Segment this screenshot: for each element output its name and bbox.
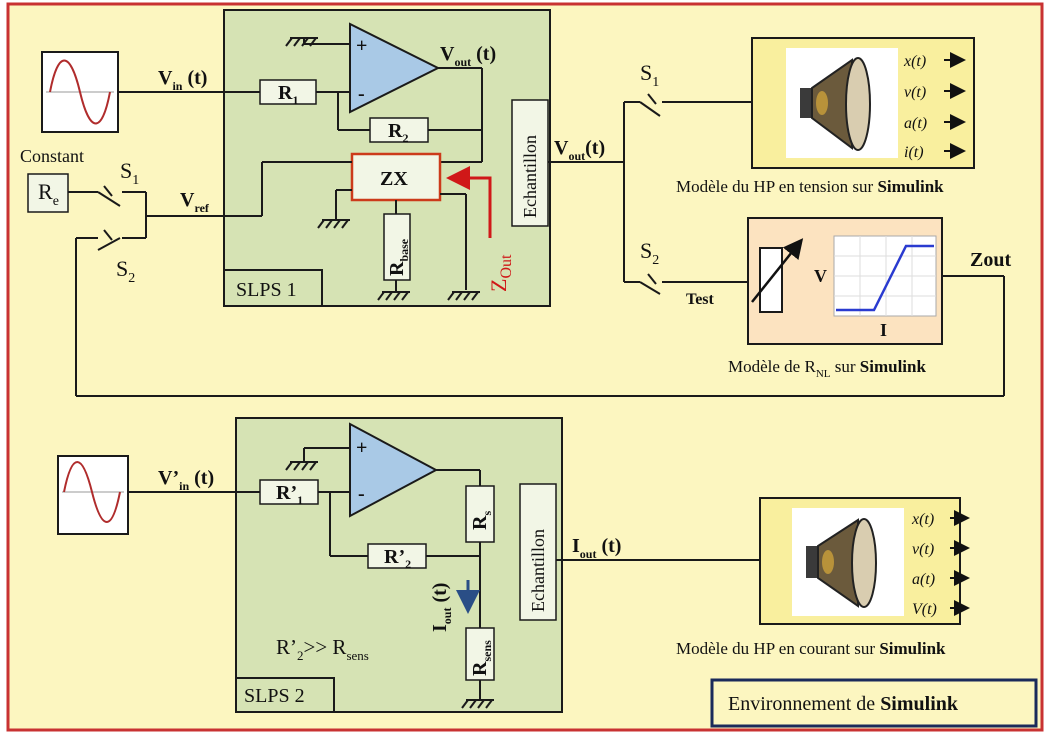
slps1-label: SLPS 1: [236, 279, 297, 301]
hp-v-out-a: a(t): [904, 115, 927, 132]
opamp-b-minus: -: [358, 483, 365, 505]
hp-v-out-i: i(t): [904, 144, 924, 161]
hp-c-out-x: x(t): [911, 511, 934, 528]
zout-label: Zout: [970, 249, 1011, 271]
hp-c-out-v: v(t): [912, 541, 934, 558]
rnl-v-axis: V: [814, 266, 827, 286]
speaker-icon: [792, 508, 904, 616]
environment-label: Environnement de Simulink: [728, 693, 959, 715]
opamp-minus: -: [358, 83, 365, 105]
test-label: Test: [686, 291, 715, 308]
echantillon-top-label: Echantillon: [520, 135, 540, 218]
opamp-b-plus: +: [356, 437, 367, 459]
sine-generator-bottom[interactable]: [58, 456, 128, 534]
rnl-i-axis: I: [880, 320, 887, 340]
hp-c-out-a: a(t): [912, 571, 935, 588]
speaker-icon: [786, 48, 898, 158]
hp-v-out-x: x(t): [903, 53, 926, 70]
hp-current-caption: Modèle du HP en courant sur Simulink: [676, 639, 946, 658]
opamp-plus: +: [356, 35, 367, 57]
iout-vertical-label: Iout (t): [429, 583, 454, 632]
sine-generator-top[interactable]: [42, 52, 118, 132]
hp-v-out-v: v(t): [904, 84, 926, 101]
zx-label: ZX: [380, 168, 408, 190]
hp-c-out-V: V(t): [912, 601, 937, 618]
rnl-iv-plot: [834, 236, 936, 316]
hp-voltage-caption: Modèle du HP en tension sur Simulink: [676, 177, 944, 196]
constant-label: Constant: [20, 146, 84, 166]
echantillon-bottom-label: Echantillon: [528, 529, 548, 612]
slps2-label: SLPS 2: [244, 685, 305, 707]
